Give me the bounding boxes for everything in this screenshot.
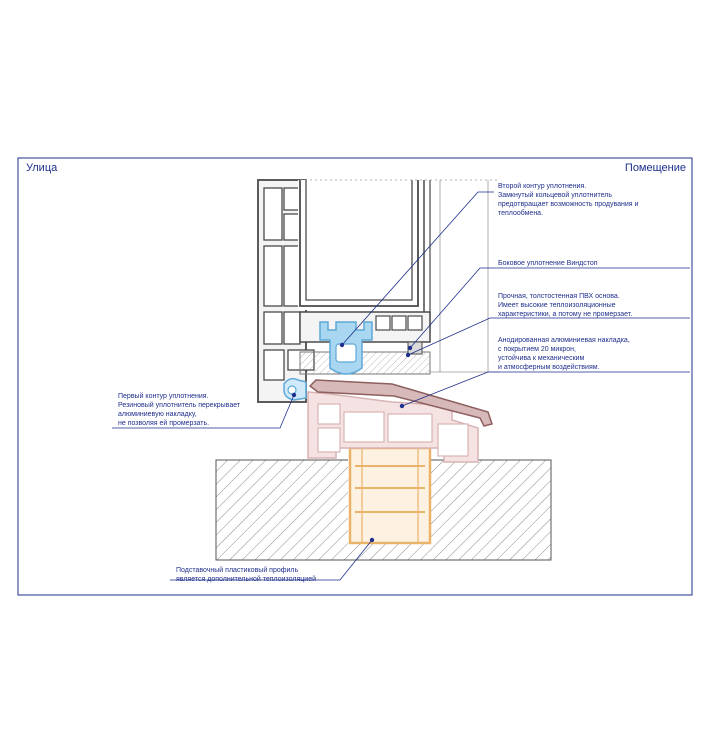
second-seal <box>319 321 373 375</box>
callout-second-seal: Второй контур уплотнения. Замкнутый коль… <box>498 183 639 217</box>
outside-label: Улица <box>26 162 58 174</box>
glazing-unit <box>298 179 500 330</box>
callout-support-profile: Подставочный пластиковый профиль являетс… <box>176 567 316 583</box>
aluminium-cap <box>308 379 493 427</box>
callout-first-seal: Первый контур уплотнения. Резиновый упло… <box>118 393 241 427</box>
first-seal <box>283 377 307 401</box>
room-label: Помещение <box>624 162 686 174</box>
interior-wall-outline <box>430 180 500 373</box>
callout-windstop: Боковое уплотнение Виндстоп <box>498 260 598 267</box>
pvc-base <box>307 391 479 463</box>
inner-sill-strip <box>299 351 431 375</box>
callout-dots <box>291 342 413 543</box>
callout-pvc-base: Прочная, толстостенная ПВХ основа. Имеет… <box>498 293 633 318</box>
drawing-frame <box>17 157 693 596</box>
callout-leaders <box>112 191 690 581</box>
callout-aluminium: Анодированная алюминиевая накладка, с по… <box>498 337 630 371</box>
support-profile <box>348 446 432 545</box>
